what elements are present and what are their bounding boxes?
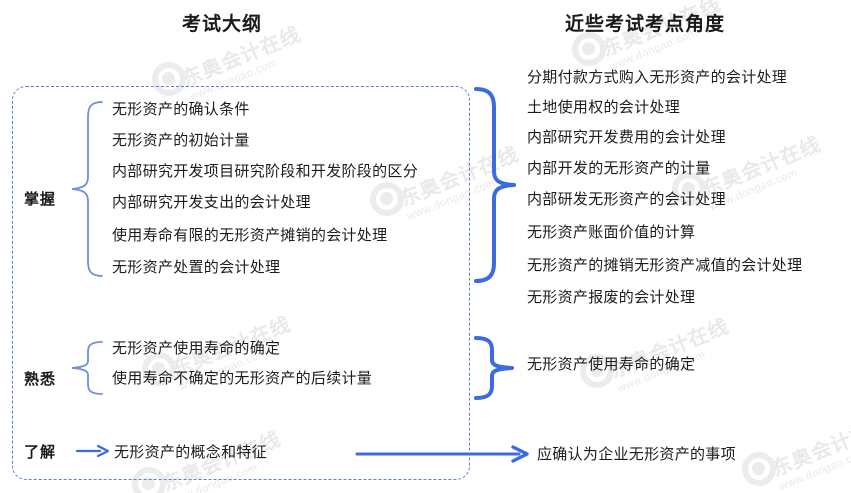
outline-item: 使用寿命不确定的无形资产的后续计量 <box>112 370 373 387</box>
watermark-url: www.dongao.com <box>707 166 800 214</box>
watermark-dot-icon <box>142 477 155 490</box>
level-label-familiar: 熟悉 <box>24 371 57 388</box>
watermark-cn: 东奥会计在线 <box>769 413 851 482</box>
watermark-dot-icon <box>152 362 165 375</box>
watermark-dot-icon <box>380 192 393 205</box>
level-label-understand: 了解 <box>24 444 57 461</box>
outline-item: 内部研究开发项目研究阶段和开发阶段的区分 <box>112 163 419 180</box>
exam-point-item: 内部研究开发费用的会计处理 <box>527 129 726 146</box>
left-column-header: 考试大纲 <box>182 14 263 35</box>
outline-item: 无形资产的概念和特征 <box>114 444 268 461</box>
watermark: 东奥会计在线 www.dongao.com <box>767 408 851 493</box>
watermark-ring-icon <box>370 182 404 216</box>
exam-point-item: 无形资产的摊销无形资产减值的会计处理 <box>527 257 803 274</box>
exam-point-item: 分期付款方式购入无形资产的会计处理 <box>527 69 788 86</box>
watermark-dot-icon <box>582 42 595 55</box>
right-column-header: 近些考试考点角度 <box>565 14 726 35</box>
exam-point-item: 应确认为企业无形资产的事项 <box>537 446 736 463</box>
arrow-understand-icon <box>75 444 110 458</box>
watermark-ring-icon <box>152 62 186 96</box>
syllabus-dashed-container <box>12 86 470 480</box>
brace-familiar-right <box>474 336 514 400</box>
watermark-dot-icon <box>590 364 603 377</box>
exam-point-item: 土地使用权的会计处理 <box>527 99 681 116</box>
outline-item: 内部研究开发支出的会计处理 <box>112 194 311 211</box>
watermark-ring-icon <box>580 354 614 388</box>
watermark-ring-icon <box>672 172 706 206</box>
outline-item: 无形资产处置的会计处理 <box>112 259 281 276</box>
watermark-dot-icon <box>162 72 175 85</box>
outline-item: 使用寿命有限的无形资产摊销的会计处理 <box>112 227 388 244</box>
exam-point-item: 无形资产使用寿命的确定 <box>527 356 696 373</box>
arrow-understand-to-exam-point-icon <box>355 445 529 463</box>
watermark-ring-icon <box>572 32 606 66</box>
brace-familiar-left <box>71 341 103 395</box>
brace-master-right <box>474 87 516 283</box>
exam-point-item: 无形资产账面价值的计算 <box>527 224 696 241</box>
watermark-url: www.dongao.com <box>777 446 851 493</box>
watermark-dot-icon <box>682 182 695 195</box>
exam-point-item: 无形资产报废的会计处理 <box>527 289 696 306</box>
watermark-dot-icon <box>752 462 765 475</box>
exam-point-item: 内部研发无形资产的会计处理 <box>527 191 726 208</box>
watermark-ring-icon <box>742 452 776 486</box>
watermark-ring-icon <box>142 352 176 386</box>
level-label-master: 掌握 <box>24 191 57 208</box>
outline-item: 无形资产的初始计量 <box>112 132 250 149</box>
outline-item: 无形资产使用寿命的确定 <box>112 340 281 357</box>
brace-master-left <box>71 101 103 277</box>
exam-point-item: 内部开发的无形资产的计量 <box>527 160 711 177</box>
watermark-ring-icon <box>132 467 166 493</box>
outline-item: 无形资产的确认条件 <box>112 101 250 118</box>
